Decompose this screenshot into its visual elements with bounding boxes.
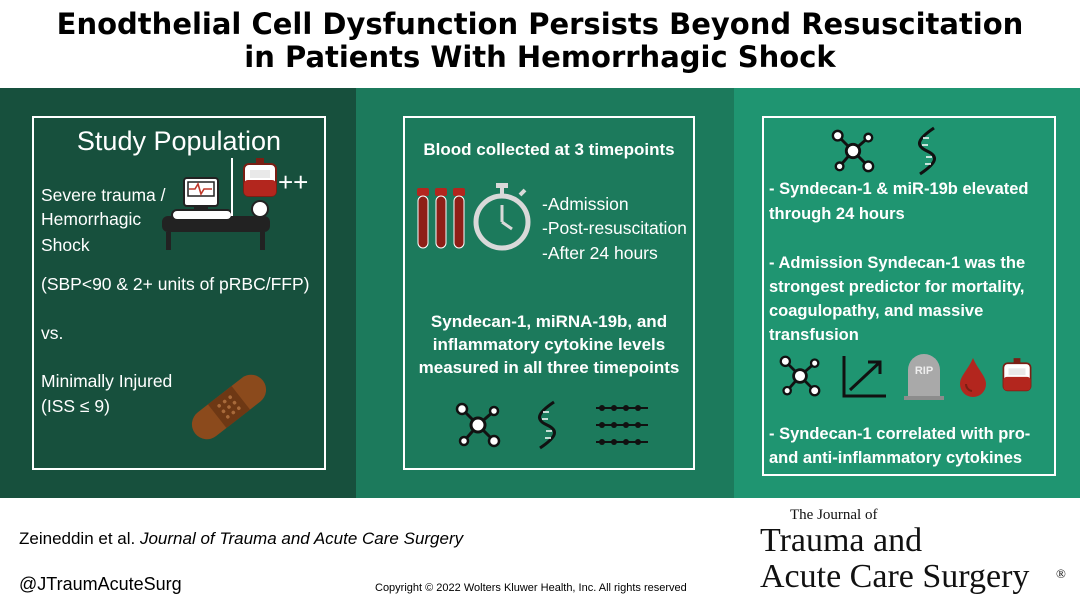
patient-bed-icon [162, 158, 270, 250]
logo-line-1: The Journal of [790, 507, 878, 523]
finding2-line-1: - Admission Syndecan-1 was the [769, 254, 1026, 272]
blood-tube-icon [417, 188, 465, 249]
measure-line-1: Syndecan-1, miRNA-19b, and [430, 312, 668, 331]
study-population-heading: Study Population [76, 126, 282, 156]
measure-line-3: measured in all three timepoints [418, 358, 680, 377]
group2-line-1: Minimally Injured [41, 371, 173, 391]
title-line-1: Enodthelial Cell Dysfunction Persists Be… [56, 7, 1024, 41]
results-panel: - Syndecan-1 & miR-19b elevated through … [734, 88, 1080, 498]
dna-icon [538, 400, 556, 450]
group1-line-2: Hemorrhagic [41, 209, 142, 229]
timepoint-admission: -Admission [542, 194, 629, 214]
group1-line-3: Shock [41, 235, 90, 255]
group2-line-2: (ISS ≤ 9) [41, 396, 110, 416]
logo-line-2: Trauma and [760, 522, 923, 559]
finding2-line-3: coagulopathy, and massive [769, 302, 984, 320]
molecule-icon [455, 402, 501, 448]
molecule-icon [831, 129, 875, 173]
twitter-handle[interactable]: @JTraumAcuteSurg [19, 574, 182, 594]
citation-journal: Journal of Trauma and Acute Care Surgery [139, 529, 464, 548]
blood-drop-icon [960, 358, 986, 397]
finding3-line-2: and anti-inflammatory cytokines [769, 449, 1023, 467]
study-population-frame [32, 116, 326, 470]
tombstone-icon [904, 354, 944, 400]
molecule-icon [779, 355, 821, 397]
copyright-notice: Copyright © 2022 Wolters Kluwer Health, … [375, 582, 687, 594]
results-frame [762, 116, 1056, 476]
finding1-line-2: through 24 hours [769, 205, 905, 223]
dna-icon [918, 126, 936, 176]
timepoint-post-resuscitation: -Post-resuscitation [542, 218, 687, 238]
study-population-panel: Study Population Severe trauma / Hemorrh… [0, 88, 356, 498]
infographic-title: Enodthelial Cell Dysfunction Persists Be… [0, 8, 1080, 74]
blood-bag-icon [1002, 358, 1032, 392]
methods-panel: Blood collected at 3 timepoints -Admissi… [356, 88, 734, 498]
group1-criteria: (SBP<90 & 2+ units of pRBC/FFP) [41, 274, 310, 294]
trend-up-icon [842, 356, 886, 398]
bandage-icon [191, 374, 267, 440]
timepoint-24-hours: -After 24 hours [542, 243, 658, 263]
finding2-line-4: transfusion [769, 326, 859, 344]
finding3-line-1: - Syndecan-1 correlated with pro- [769, 425, 1031, 443]
vs-label: vs. [41, 323, 64, 343]
citation-authors: Zeineddin et al. [19, 529, 140, 548]
tombstone-label: RIP [914, 365, 934, 377]
methods-frame [403, 116, 695, 470]
plus-sign: ++ [278, 167, 309, 197]
title-line-2: in Patients With Hemorrhagic Shock [244, 40, 836, 74]
citation: Zeineddin et al. Journal of Trauma and A… [19, 529, 463, 549]
logo-line-3: Acute Care Surgery [760, 558, 1030, 595]
finding1-line-1: - Syndecan-1 & miR-19b elevated [769, 180, 1029, 198]
group1-line-1: Severe trauma / [41, 185, 166, 205]
stopwatch-icon [473, 183, 531, 251]
cytokine-icon [596, 405, 648, 445]
methods-heading: Blood collected at 3 timepoints [423, 140, 675, 159]
finding2-line-2: strongest predictor for mortality, [769, 278, 1025, 296]
logo-registered-mark: ® [1056, 566, 1066, 581]
blood-bag-icon [243, 158, 277, 197]
measure-line-2: inflammatory cytokine levels [432, 335, 666, 354]
